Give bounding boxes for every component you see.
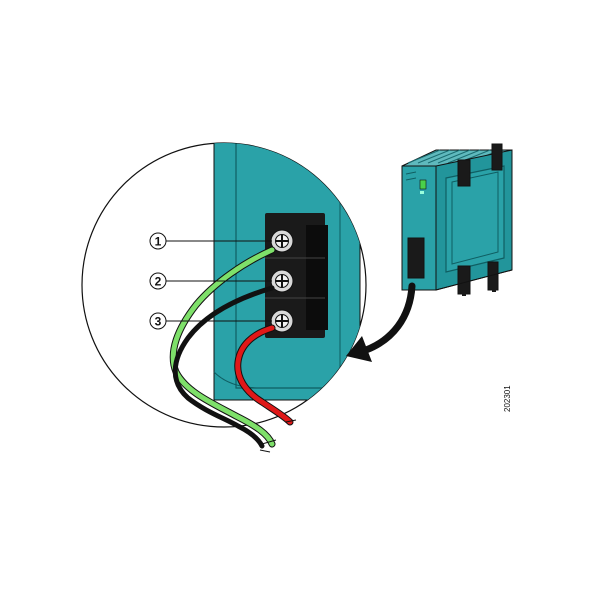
callout-2: 2: [149, 272, 167, 290]
negative-wire: [172, 285, 275, 449]
magnified-view: 1 2 3: [81, 142, 367, 453]
status-led: [419, 179, 427, 190]
callout-3-number: 3: [155, 315, 162, 329]
callout-3: 3: [149, 312, 167, 330]
terminal-block: [265, 213, 328, 338]
callout-1: 1: [149, 232, 167, 250]
mounting-brackets: [457, 143, 503, 296]
module-terminal-block: [407, 237, 425, 279]
callout-1-number: 1: [155, 235, 162, 249]
negative-terminal-screw: [270, 269, 294, 293]
figure-id: 202301: [503, 385, 512, 412]
callout-2-number: 2: [155, 275, 162, 289]
power-supply-module: [401, 143, 513, 296]
zoom-arrow: [346, 282, 416, 362]
ground-terminal-screw: [270, 229, 294, 253]
positive-terminal-screw: [270, 309, 294, 333]
